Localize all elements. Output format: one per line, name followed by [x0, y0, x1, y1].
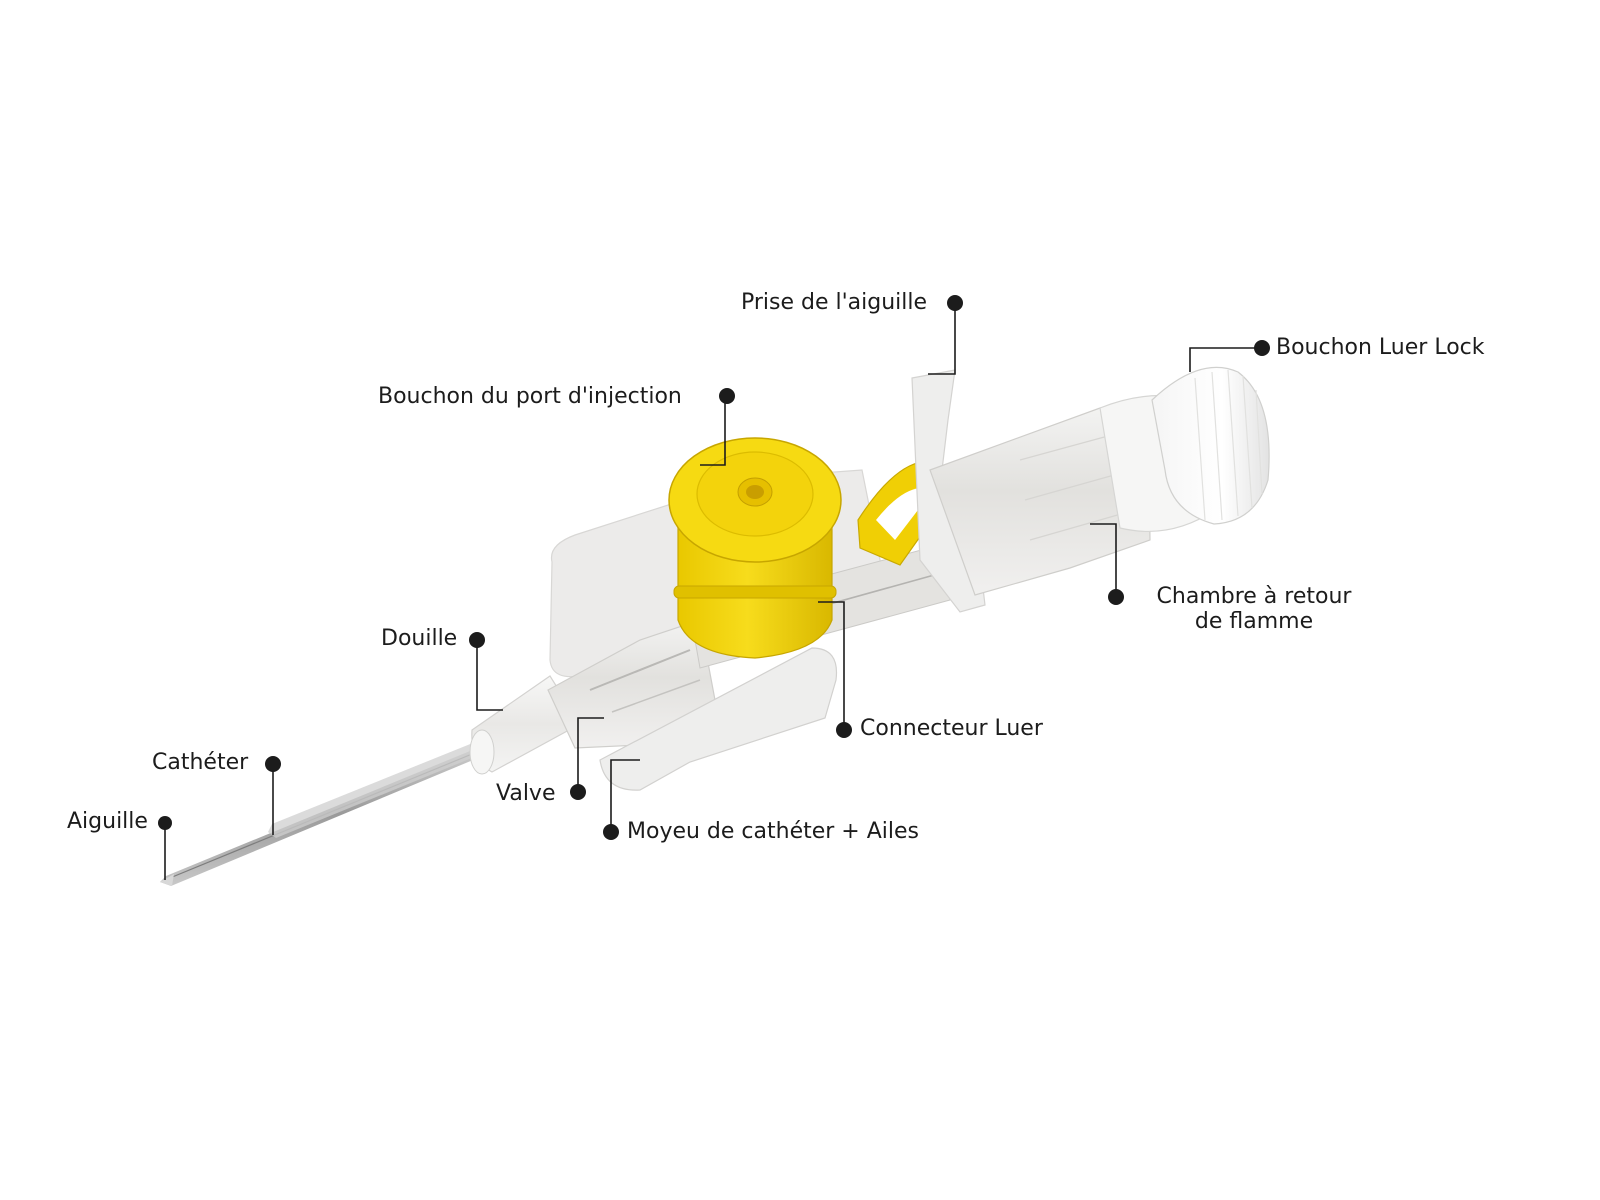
leader-chambre [1090, 523, 1117, 597]
leader-prise [928, 303, 956, 375]
dot-connecteur [836, 722, 852, 738]
luer-lock-cap [1099, 366, 1270, 533]
leader-bouchon-luer [1189, 347, 1260, 372]
leader-douille [476, 640, 503, 711]
label-bouchon-luer: Bouchon Luer Lock [1276, 335, 1485, 360]
leader-valve [577, 717, 604, 790]
label-catheter: Cathéter [152, 750, 249, 775]
label-moyeu: Moyeu de cathéter + Ailes [627, 819, 920, 844]
dot-prise [947, 295, 963, 311]
dot-aiguille [158, 816, 172, 830]
dot-douille [469, 632, 485, 648]
dot-valve [570, 784, 586, 800]
dot-catheter [265, 756, 281, 772]
leader-lines [164, 303, 1260, 880]
injection-port [668, 437, 951, 659]
catheter-tube [268, 732, 506, 838]
leader-bouchon-port [700, 396, 726, 466]
marker-dots [158, 295, 1270, 840]
label-chambre-line2: de flamme [1194, 609, 1314, 634]
leader-connecteur [818, 601, 845, 730]
label-connecteur: Connecteur Luer [860, 716, 1043, 741]
label-prise: Prise de l'aiguille [741, 290, 928, 315]
dot-bouchon-luer [1254, 340, 1270, 356]
dot-bouchon-port [719, 388, 735, 404]
label-aiguille: Aiguille [67, 809, 148, 834]
dot-moyeu [603, 824, 619, 840]
label-valve: Valve [496, 781, 556, 806]
front-wing [599, 647, 838, 791]
label-douille: Douille [381, 626, 458, 651]
label-chambre-line1: Chambre à retour [1156, 584, 1352, 609]
dot-chambre [1108, 589, 1124, 605]
label-bouchon-port: Bouchon du port d'injection [378, 384, 682, 409]
leader-moyeu [610, 759, 640, 832]
